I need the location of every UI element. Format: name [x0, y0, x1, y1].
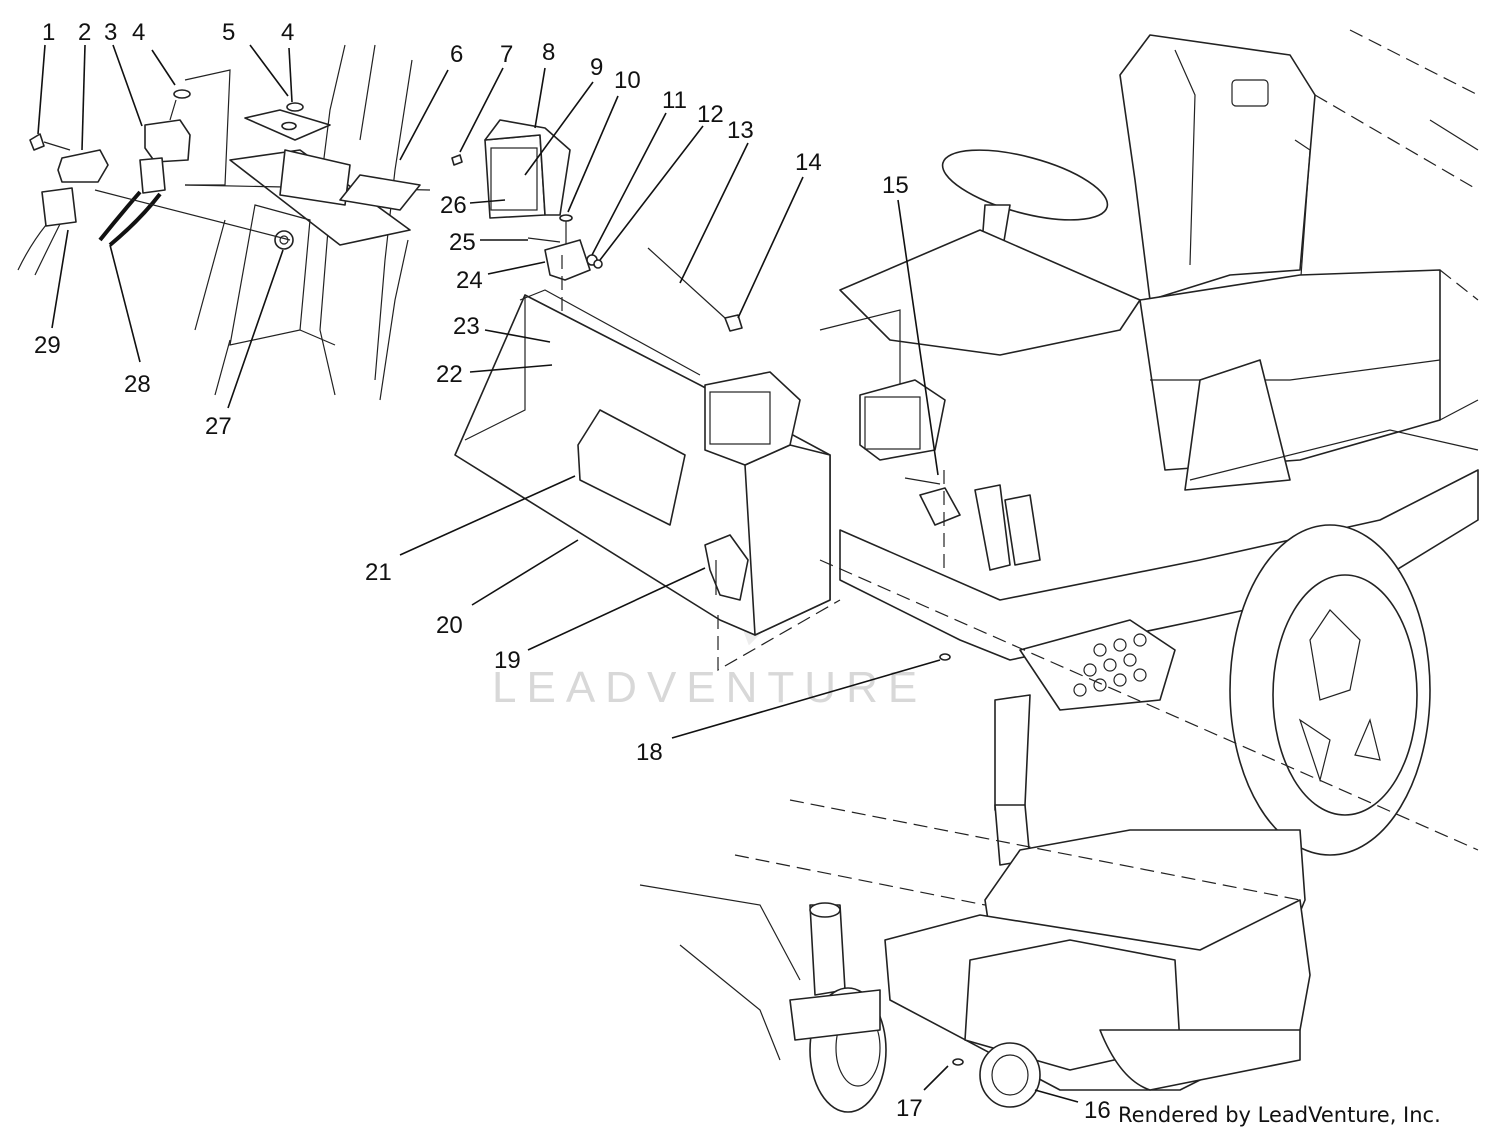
switch-assembly: [17, 44, 431, 401]
callout-18: 18: [636, 739, 663, 766]
callout-23: 23: [453, 313, 480, 340]
callout-6: 6: [450, 41, 463, 68]
callout-19: 19: [494, 647, 521, 674]
callout-14: 14: [795, 149, 822, 176]
callout-13: 13: [727, 117, 754, 144]
callout-4-second: 4: [281, 19, 294, 46]
callout-2: 2: [78, 19, 91, 46]
callout-4: 4: [132, 19, 145, 46]
callout-26: 26: [440, 192, 467, 219]
callout-21: 21: [365, 559, 392, 586]
callout-9: 9: [590, 54, 603, 81]
callout-17: 17: [896, 1095, 923, 1122]
callout-25: 25: [449, 229, 476, 256]
callout-24: 24: [456, 267, 483, 294]
callout-22: 22: [436, 361, 463, 388]
callout-labels: 1 2 3 4 5 4 6 7 8 9 10 11 12 13 14 15 16…: [34, 19, 1111, 1124]
callout-29: 29: [34, 332, 61, 359]
callout-5: 5: [222, 19, 235, 46]
callout-11: 11: [662, 87, 687, 114]
callout-20: 20: [436, 612, 463, 639]
callout-28: 28: [124, 371, 151, 398]
leader-lines: [37, 44, 1079, 1103]
callout-15: 15: [882, 172, 909, 199]
mower-body: [639, 29, 1479, 1113]
callout-3: 3: [104, 19, 117, 46]
callout-10: 10: [614, 67, 641, 94]
callout-1: 1: [42, 19, 55, 46]
callout-7: 7: [500, 41, 513, 68]
front-panel: [454, 289, 841, 672]
callout-27: 27: [205, 413, 232, 440]
watermark-text: LEADVENTURE: [492, 663, 927, 712]
credit-text: Rendered by LeadVenture, Inc.: [1118, 1103, 1441, 1127]
callout-12: 12: [697, 101, 724, 128]
callout-8: 8: [542, 39, 555, 66]
callout-16: 16: [1084, 1097, 1111, 1124]
